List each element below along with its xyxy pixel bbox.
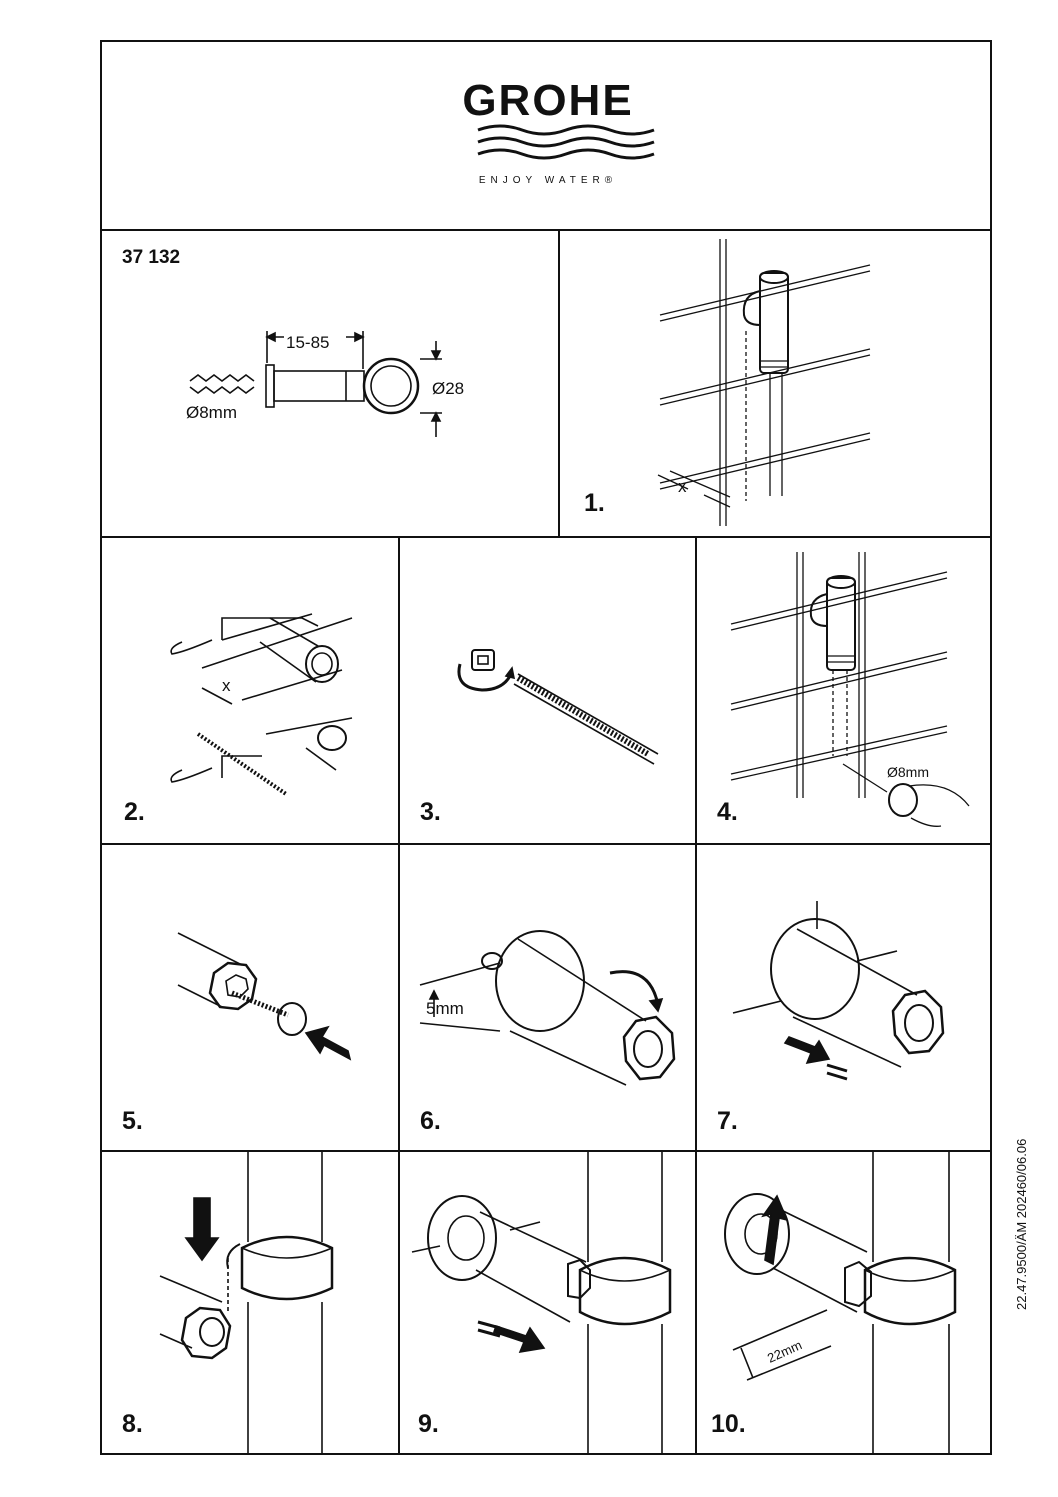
step-9-panel: 9. [400,1152,695,1453]
step-number: 8. [122,1410,143,1438]
step-4-panel: Ø8mm 4. [697,538,990,843]
attach-pipe-ring-icon [159,1152,334,1453]
instruction-sheet: GROHE ENJOY WATER® 37 132 [100,40,992,1455]
step-7-panel: 7. [697,845,990,1150]
header: GROHE ENJOY WATER® [102,42,990,229]
divider [102,1150,990,1152]
push-body-icon [732,901,945,1081]
divider [102,229,990,231]
length-range-label: 15-85 [286,333,330,352]
step-8-panel: 8. [102,1152,398,1453]
step-number: 10. [711,1410,746,1438]
document-reference: 22.47.9500/ÄM 202460/06.06 [1014,1138,1029,1310]
model-number: 37 132 [122,247,181,268]
step-1-panel: x 1. [560,231,990,536]
step-3-panel: 3. [400,538,695,843]
tile-wall-measure-icon [657,239,871,526]
brand-logo: GROHE [462,76,634,125]
step-number: 7. [717,1107,738,1135]
drill-wall-icon [730,552,970,827]
drill-size-label: Ø8mm [887,764,929,780]
final-assembly-icon [724,1152,957,1453]
step-number: 4. [717,798,738,826]
mount-body-icon [419,930,676,1086]
diameter-label: Ø28 [432,379,465,398]
insert-screw-icon [177,932,352,1061]
step-number: 6. [420,1107,441,1135]
product-dimension-drawing: 37 132 [102,231,558,536]
step-2-panel: x 2. [102,538,398,843]
divider [102,843,990,845]
divider [695,536,697,1453]
step-10-panel: 22mm 10. [697,1152,990,1453]
measure-x-label: x [678,477,687,496]
drill-label: Ø8mm [186,403,237,422]
step-number: 3. [420,798,441,826]
gap-label: 5mm [426,999,464,1018]
divider [398,536,400,1453]
step-number: 5. [122,1107,143,1135]
waves-icon [477,124,655,160]
cut-x-label: x [222,676,231,695]
slide-sleeve-icon [411,1152,672,1453]
threaded-rod-icon [457,649,659,765]
step-5-panel: 5. [102,845,398,1150]
step-number: 9. [418,1410,439,1438]
step-number: 2. [124,798,145,826]
saw-cut-icon [170,613,353,796]
tagline: ENJOY WATER® [478,175,618,186]
divider [558,229,560,536]
divider [102,536,990,538]
step-number: 1. [584,489,605,517]
bracket-dimension-icon [189,331,442,437]
step-6-panel: 5mm 6. [400,845,695,1150]
